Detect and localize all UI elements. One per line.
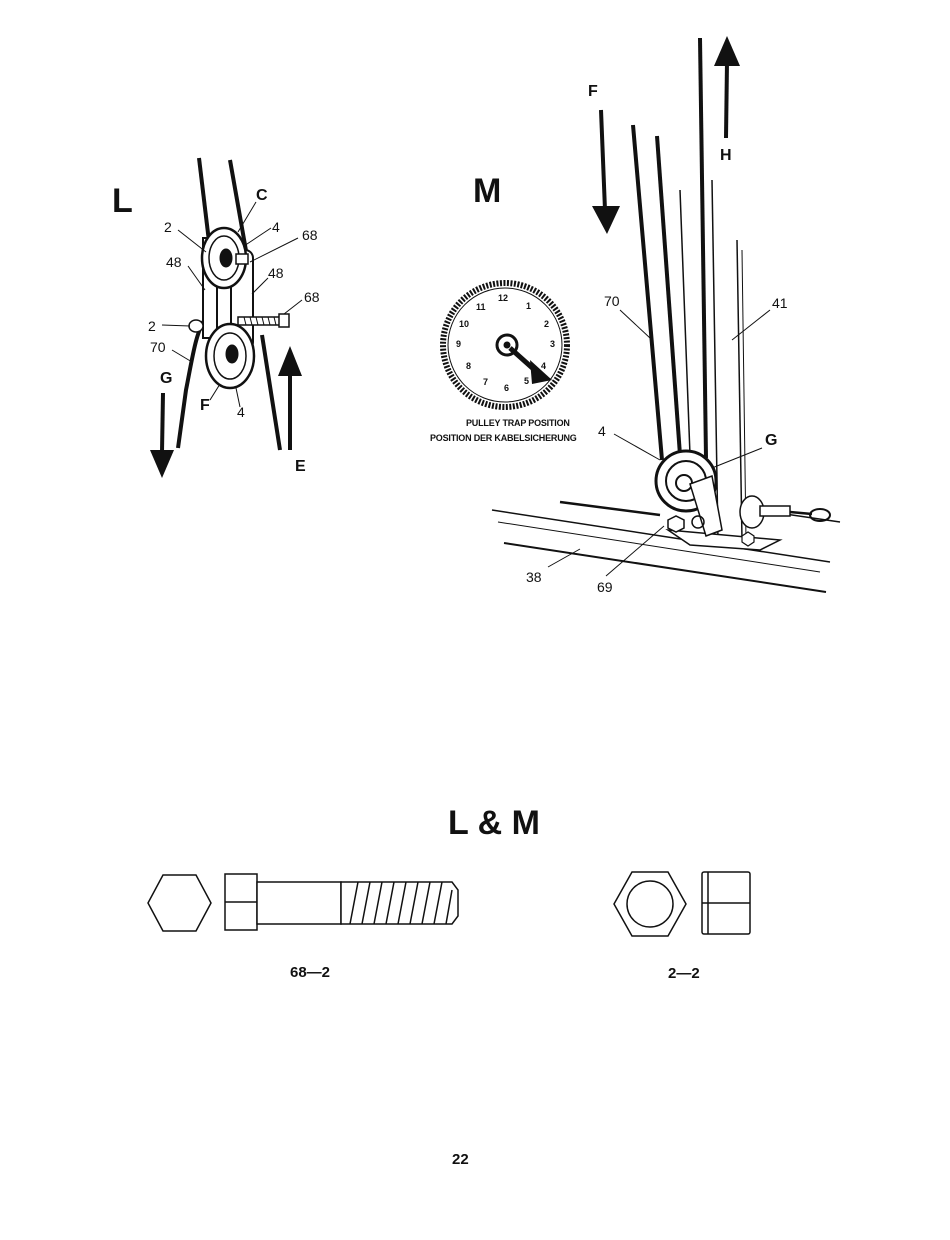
- arrow-e: [278, 346, 302, 450]
- cable-right-lower: [262, 335, 280, 450]
- callout-m-70: 70: [604, 294, 620, 308]
- pulley-g-hub: [676, 475, 692, 491]
- panel-l-title: L: [112, 184, 133, 218]
- bolt-68-side-view: [225, 874, 458, 930]
- callout-m-g: G: [765, 433, 777, 449]
- plate-bolt: [742, 532, 754, 546]
- eyebolt-cable-end: [740, 496, 830, 528]
- dial-number-3: 3: [550, 340, 555, 349]
- nut-part-label: 2—2: [668, 966, 700, 981]
- cable-left-lower: [178, 318, 206, 448]
- upper-bolt-68: [236, 254, 248, 264]
- base-frame-38-bottom: [504, 543, 826, 592]
- callout-l-c: C: [256, 188, 268, 204]
- bolt-hex-end-view: [148, 875, 211, 931]
- callout-l-4-upper: 4: [272, 220, 280, 234]
- arrow-g: [150, 393, 174, 478]
- callout-l-e: E: [295, 459, 306, 475]
- callout-m-41: 41: [772, 296, 788, 310]
- callout-l-2-upper: 2: [164, 220, 172, 234]
- callout-m-38: 38: [526, 570, 542, 584]
- upper-pulley-hub: [220, 249, 232, 267]
- dial-number-9: 9: [456, 340, 461, 349]
- dial-caption-german: POSITION DER KABELSICHERUNG: [430, 434, 577, 443]
- dial-number-2: 2: [544, 320, 549, 329]
- upright-41-edge: [742, 250, 746, 540]
- dial-number-8: 8: [466, 362, 471, 371]
- dial-number-6: 6: [504, 384, 509, 393]
- callout-m-f: F: [588, 84, 598, 100]
- arrow-f: [592, 110, 620, 234]
- callout-l-f: F: [200, 398, 210, 414]
- cable-h: [700, 38, 706, 458]
- callout-l-4-lower: 4: [237, 405, 245, 419]
- callout-l-48-left: 48: [166, 255, 182, 269]
- base-frame-38-mid: [498, 522, 820, 572]
- dial-caption-english: PULLEY TRAP POSITION: [466, 419, 570, 428]
- hardware-title: L & M: [448, 806, 540, 840]
- callout-m-4: 4: [598, 424, 606, 438]
- dial-number-12: 12: [498, 294, 508, 303]
- callout-l-2-lower: 2: [148, 319, 156, 333]
- callout-m-69: 69: [597, 580, 613, 594]
- callout-l-68-lower: 68: [304, 290, 320, 304]
- nut-2: [189, 320, 203, 332]
- base-frame-38-top: [492, 510, 830, 562]
- dial-number-7: 7: [483, 378, 488, 387]
- cable-thin: [680, 190, 690, 455]
- dial-number-5: 5: [524, 377, 529, 386]
- panel-m-title: M: [473, 174, 501, 208]
- arrow-h: [714, 36, 740, 138]
- base-plate: [668, 530, 780, 550]
- dial-number-4: 4: [541, 362, 546, 371]
- dial-number-10: 10: [459, 320, 469, 329]
- lower-pulley-hub: [226, 345, 238, 363]
- dial-number-1: 1: [526, 302, 531, 311]
- nut-2-end-view: [614, 872, 686, 936]
- nut-69: [668, 516, 684, 532]
- base-frame-rail: [560, 502, 660, 515]
- callout-l-g: G: [160, 371, 172, 387]
- nut-2-side-view: [702, 872, 750, 934]
- cable-inner: [657, 136, 680, 455]
- hardware-drawing: [148, 872, 750, 936]
- callout-l-48-right: 48: [268, 266, 284, 280]
- dial-number-11: 11: [476, 303, 486, 312]
- panel-m-drawing: [443, 36, 840, 592]
- callout-l-70: 70: [150, 340, 166, 354]
- cable-70: [633, 125, 662, 460]
- lower-bolt-head: [279, 314, 289, 327]
- upright-41-right: [737, 240, 742, 540]
- callout-l-68-upper: 68: [302, 228, 318, 242]
- callout-m-h: H: [720, 148, 732, 164]
- bolt-part-label: 68—2: [290, 965, 330, 980]
- page-number: 22: [452, 1152, 469, 1167]
- panel-l-drawing: [150, 158, 302, 478]
